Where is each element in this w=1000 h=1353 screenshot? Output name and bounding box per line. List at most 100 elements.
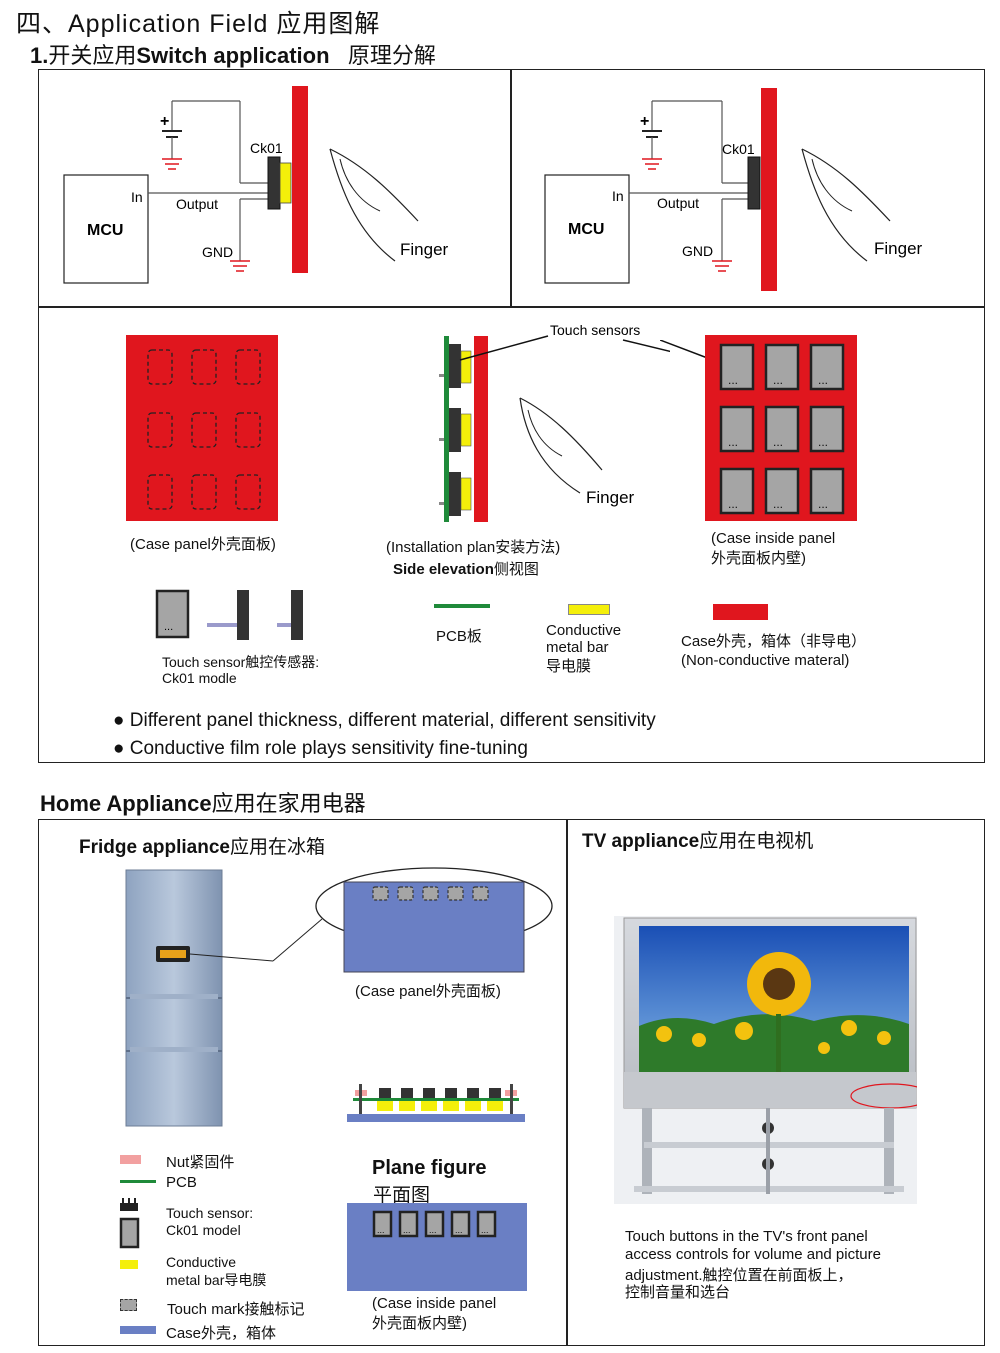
svg-text:...: ... <box>773 435 783 449</box>
touch-sensor-legend-icon <box>119 1198 141 1250</box>
plus-sign: + <box>640 113 649 130</box>
side-elevation-en: Side elevation <box>393 561 494 578</box>
installation-plan-caption: (Installation plan安装方法) <box>386 536 560 557</box>
svg-text:...: ... <box>377 1225 385 1235</box>
conductive-bottom-line1: Conductive <box>166 1254 236 1270</box>
conductive-legend-swatch <box>568 604 610 615</box>
mcu-label: MCU <box>87 222 123 239</box>
case-bottom-legend-swatch <box>120 1326 156 1334</box>
ck01-label: Ck01 <box>722 141 755 157</box>
subtitle-en: Switch application <box>136 43 329 68</box>
bullet-item-1: ● Different panel thickness, different m… <box>113 710 656 732</box>
fridge-title-cn: 应用在冰箱 <box>230 837 325 858</box>
home-appliance-en: Home Appliance <box>40 791 212 816</box>
plane-figure-panel: ............... <box>347 1203 527 1291</box>
home-appliance-title: Home Appliance应用在家用电器 <box>40 786 366 818</box>
tv-description-line2: access controls for volume and picture <box>625 1246 881 1263</box>
nut-legend-label: Nut紧固件 <box>166 1151 234 1172</box>
in-label: In <box>131 189 143 205</box>
pcb-bottom-legend-label: PCB <box>166 1174 197 1191</box>
tv-illustration <box>614 916 917 1204</box>
ck01-label: Ck01 <box>250 140 283 156</box>
case-inside-panel: ......... ......... ......... <box>705 335 857 521</box>
tv-title-en: TV appliance <box>582 831 699 852</box>
svg-text:...: ... <box>455 1225 463 1235</box>
svg-text:...: ... <box>403 1225 411 1235</box>
frame-divider-horizontal <box>38 306 985 308</box>
touch-sensor-legend-line1: Touch sensor触控传感器: <box>162 652 319 672</box>
conductive-bottom-line2: metal bar导电膜 <box>166 1270 266 1290</box>
pcb-bottom-legend-swatch <box>120 1180 156 1183</box>
finger-label: Finger <box>874 239 923 258</box>
conductive-legend-line2: metal bar <box>546 639 609 656</box>
case-legend-line2: (Non-conductive materal) <box>681 652 849 669</box>
touch-sensor-bottom-line2: Ck01 model <box>166 1222 241 1238</box>
tv-title-cn: 应用在电视机 <box>699 831 813 852</box>
subtitle-cn: 开关应用 <box>48 43 136 68</box>
case-panel-caption: (Case panel外壳面板) <box>130 533 276 554</box>
svg-text:...: ... <box>429 1225 437 1235</box>
home-frame-divider <box>566 819 568 1346</box>
touch-sensor-legend-line2: Ck01 modle <box>162 670 237 686</box>
case-legend-swatch <box>713 604 768 620</box>
finger-label: Finger <box>400 240 449 259</box>
output-label: Output <box>657 195 699 211</box>
side-elevation-caption: Side elevation侧视图 <box>393 558 539 579</box>
case-legend-line1: Case外壳，箱体（非导电） <box>681 630 866 651</box>
conductive-legend-line1: Conductive <box>546 622 621 639</box>
side-elevation-cn: 侧视图 <box>494 561 539 578</box>
subtitle-tail: 原理分解 <box>348 43 436 68</box>
bullet-text: Different panel thickness, different mat… <box>130 710 656 731</box>
tv-title: TV appliance应用在电视机 <box>582 826 813 853</box>
page-title: 四、Application Field 应用图解 <box>16 4 380 40</box>
bullet-dot: ● <box>113 738 130 759</box>
plane-figure-en: Plane figure <box>372 1157 486 1180</box>
svg-text:...: ... <box>818 373 828 387</box>
section-subtitle: 1.开关应用Switch application 原理分解 <box>30 38 436 70</box>
gnd-label: GND <box>682 243 713 259</box>
installation-side-elevation: Touch sensors Finger <box>430 318 670 528</box>
subtitle-number: 1. <box>30 43 48 68</box>
svg-text:...: ... <box>728 373 738 387</box>
circuit-diagram-without-film: + MCU In Output GND Ck01 Finger <box>512 71 982 305</box>
circuit-diagram-with-film: + MCU In Output GND Ck01 Finger <box>40 71 510 305</box>
svg-text:...: ... <box>728 497 738 511</box>
case-inside-caption-line2: 外壳面板内壁) <box>711 547 806 568</box>
conductive-legend-line3: 导电膜 <box>546 655 591 676</box>
finger-label: Finger <box>586 488 635 507</box>
home-appliance-cn: 应用在家用电器 <box>212 791 366 816</box>
bullet-dot: ● <box>113 710 130 731</box>
pcb-legend-swatch <box>434 604 490 608</box>
fridge-title-en: Fridge appliance <box>79 837 230 858</box>
svg-text:...: ... <box>818 497 828 511</box>
case-inside-caption-line1: (Case inside panel <box>711 530 835 547</box>
plane-case-inside-line2: 外壳面板内壁) <box>372 1312 467 1333</box>
svg-text:...: ... <box>481 1225 489 1235</box>
nut-legend-swatch <box>120 1155 141 1164</box>
tv-description-line4: 控制音量和选台 <box>625 1281 730 1302</box>
fridge-side-elevation <box>345 1082 527 1124</box>
gnd-label: GND <box>202 244 233 260</box>
fridge-title: Fridge appliance应用在冰箱 <box>79 832 325 859</box>
plus-sign: + <box>160 113 169 130</box>
output-label: Output <box>176 196 218 212</box>
in-label: In <box>612 188 624 204</box>
bullet-item-2: ● Conductive film role plays sensitivity… <box>113 738 528 760</box>
touch-sensor-bottom-line1: Touch sensor: <box>166 1205 253 1221</box>
svg-text:...: ... <box>818 435 828 449</box>
conductive-bottom-legend-swatch <box>120 1260 138 1269</box>
mcu-label: MCU <box>568 221 604 238</box>
touch-sensor-legend-icons: ... <box>155 588 305 642</box>
fridge-case-panel-caption: (Case panel外壳面板) <box>355 980 501 1001</box>
touch-mark-legend-swatch <box>120 1299 137 1311</box>
svg-text:...: ... <box>773 497 783 511</box>
bullet-text: Conductive film role plays sensitivity f… <box>130 738 528 759</box>
case-panel-outer <box>126 335 278 521</box>
sensor-dots: ... <box>164 621 173 633</box>
plane-case-inside-line1: (Case inside panel <box>372 1295 496 1312</box>
pcb-legend-label: PCB板 <box>436 625 482 646</box>
tv-description-line1: Touch buttons in the TV's front panel <box>625 1228 868 1245</box>
case-bottom-legend-label: Case外壳，箱体 <box>166 1322 276 1343</box>
touch-mark-legend-label: Touch mark接触标记 <box>167 1298 305 1319</box>
svg-text:...: ... <box>773 373 783 387</box>
